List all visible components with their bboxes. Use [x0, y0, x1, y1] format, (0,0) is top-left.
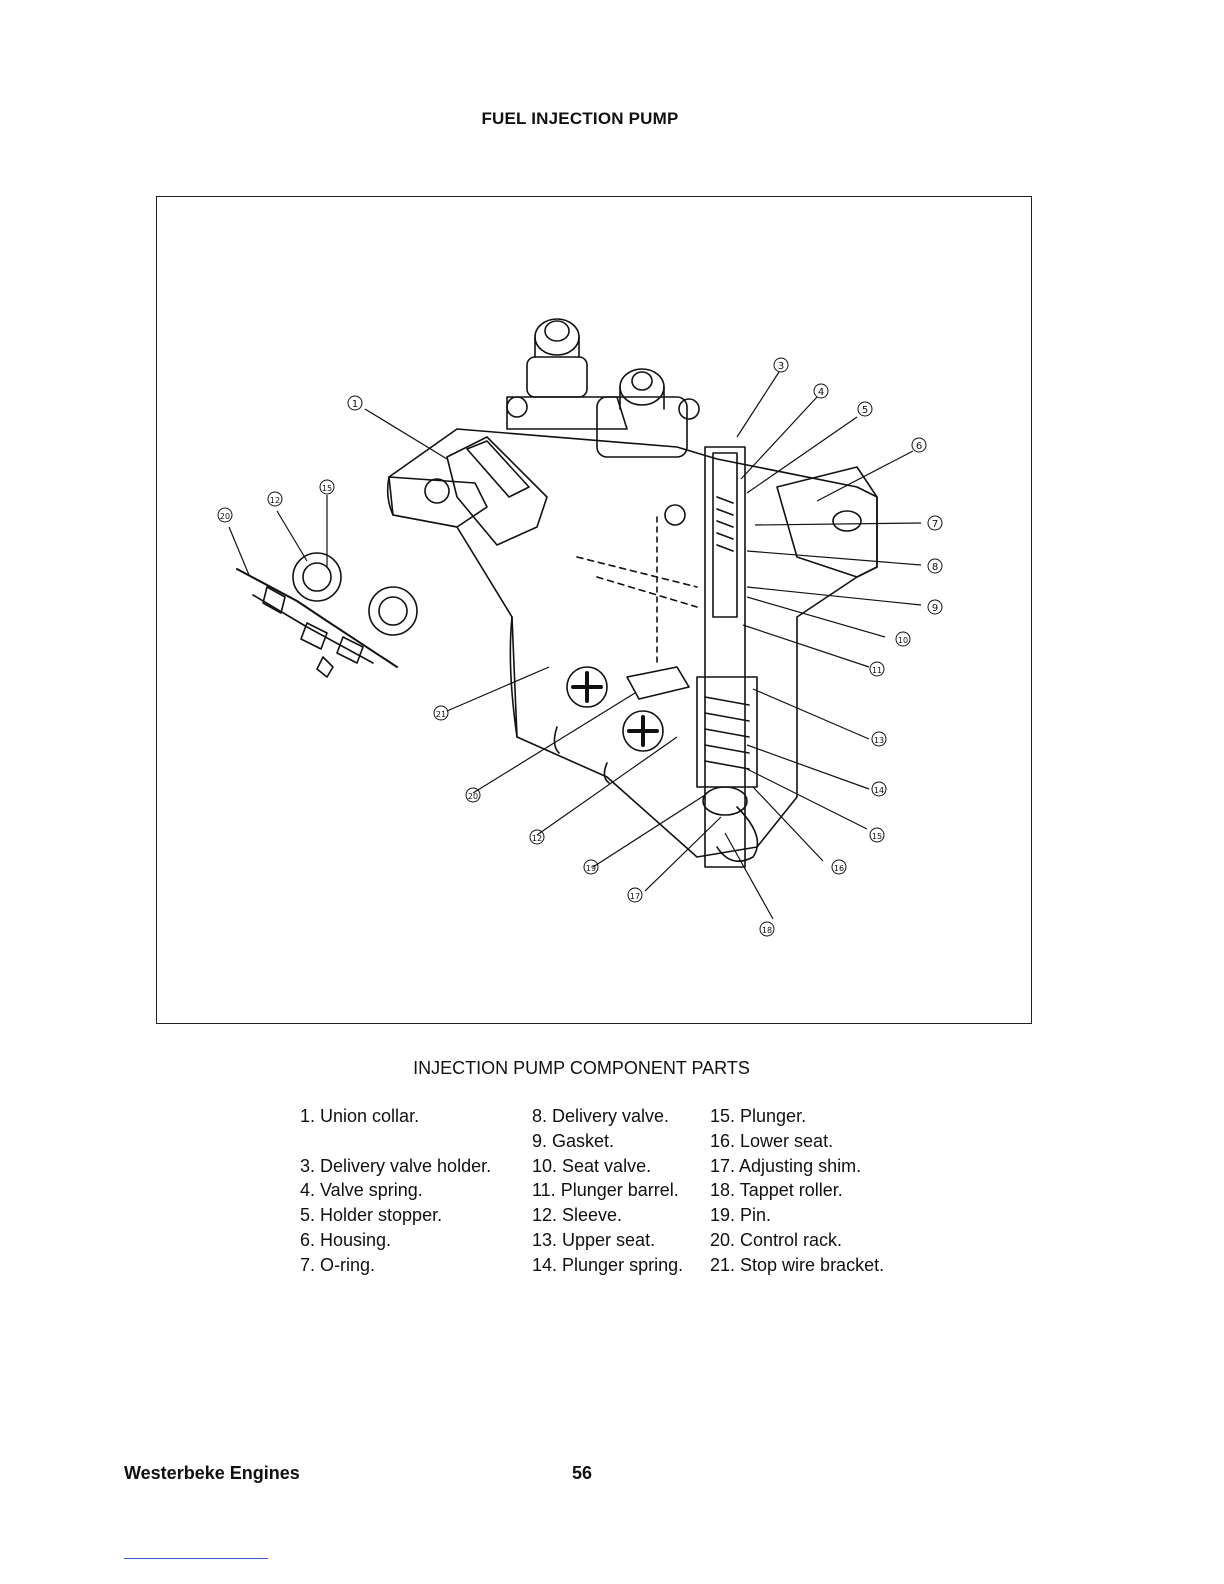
callout-numbers: 1 3 4 5 6 7 8 9 10 11 13 14 15 16 18 17 … [217, 357, 943, 937]
part-entry: 9. Gasket. [532, 1130, 615, 1151]
callout-15: 15 [869, 827, 885, 843]
callout-12-rack: 12 [267, 491, 283, 507]
svg-text:13: 13 [874, 736, 884, 745]
callout-19: 19 [583, 859, 599, 875]
svg-text:17: 17 [630, 892, 640, 901]
svg-text:8: 8 [932, 562, 938, 573]
part-entry: 1. Union collar. [300, 1106, 420, 1126]
callout-17: 17 [627, 887, 643, 903]
svg-text:19: 19 [586, 864, 596, 873]
callout-8: 8 [927, 558, 943, 574]
page-title: FUEL INJECTION PUMP [481, 109, 679, 128]
parts-row: 9. Gasket. 16. Lower seat. [300, 1131, 890, 1156]
bottom-rule [124, 1558, 268, 1559]
page-number: 56 [572, 1463, 593, 1483]
callout-layer [228, 371, 922, 920]
part-entry: 8. Delivery valve. [532, 1106, 670, 1126]
svg-text:20: 20 [220, 512, 230, 521]
callout-14: 14 [871, 781, 887, 797]
svg-text:9: 9 [932, 603, 938, 614]
part-entry: 3. Delivery valve holder. [300, 1155, 492, 1176]
svg-text:3: 3 [778, 361, 784, 372]
callout-4: 4 [813, 383, 829, 399]
callout-18: 18 [759, 921, 775, 937]
callout-6: 6 [911, 437, 927, 453]
svg-text:18: 18 [762, 926, 772, 935]
parts-row: 4. Valve spring. 11. Plunger barrel. 18.… [300, 1180, 890, 1205]
callout-21: 21 [433, 705, 449, 721]
part-entry: 10. Seat valve. [532, 1155, 652, 1176]
figure-caption: INJECTION PUMP COMPONENT PARTS [413, 1058, 750, 1078]
parts-row: 5. Holder stopper. 12. Sleeve. 19. Pin. [300, 1205, 890, 1230]
svg-text:20: 20 [468, 792, 478, 801]
callout-7: 7 [927, 515, 943, 531]
part-entry: 6. Housing. [300, 1229, 392, 1250]
parts-list: 1. Union collar. 8. Delivery valve. 15. … [300, 1106, 890, 1280]
svg-text:14: 14 [874, 786, 884, 795]
svg-text:11: 11 [872, 666, 882, 675]
callout-9: 9 [927, 599, 943, 615]
callout-10: 10 [895, 631, 911, 647]
callout-3: 3 [773, 357, 789, 373]
svg-text:15: 15 [322, 484, 332, 493]
parts-row: 7. O-ring. 14. Plunger spring. 21. Stop … [300, 1255, 890, 1280]
callout-12: 12 [529, 829, 545, 845]
svg-text:12: 12 [270, 496, 280, 505]
part-entry: 18. Tappet roller. [710, 1180, 843, 1201]
callout-20: 20 [465, 787, 481, 803]
footer-publisher: Westerbeke Engines [124, 1463, 300, 1483]
callout-13: 13 [871, 731, 887, 747]
callout-5: 5 [857, 401, 873, 417]
parts-row: 1. Union collar. 8. Delivery valve. 15. … [300, 1106, 890, 1131]
svg-text:7: 7 [932, 519, 938, 530]
svg-text:16: 16 [834, 864, 844, 873]
part-entry: 19. Pin. [710, 1205, 772, 1226]
callout-11: 11 [869, 661, 885, 677]
callout-16: 16 [831, 859, 847, 875]
svg-text:15: 15 [872, 832, 882, 841]
parts-row: 6. Housing. 13. Upper seat. 20. Control … [300, 1230, 890, 1255]
part-entry: 14. Plunger spring. [532, 1254, 684, 1275]
svg-text:21: 21 [436, 710, 446, 719]
part-entry: 7. O-ring. [300, 1254, 376, 1275]
svg-text:6: 6 [916, 441, 922, 452]
part-entry: 5. Holder stopper. [300, 1205, 443, 1226]
callout-1: 1 [347, 395, 363, 411]
pump-diagram-figure: 1 3 4 5 6 7 8 9 10 11 13 14 15 16 18 17 … [156, 196, 1032, 1024]
callout-15-rack: 15 [319, 479, 335, 495]
pump-illustration [236, 318, 878, 868]
part-entry: 4. Valve spring. [300, 1180, 423, 1201]
part-entry: 13. Upper seat. [532, 1229, 656, 1250]
svg-text:10: 10 [898, 636, 908, 645]
parts-row: 3. Delivery valve holder. 10. Seat valve… [300, 1156, 890, 1181]
part-entry: 15. Plunger. [710, 1106, 807, 1126]
svg-text:5: 5 [862, 405, 868, 416]
part-entry: 11. Plunger barrel. [532, 1180, 679, 1201]
part-entry [300, 1131, 524, 1156]
svg-text:12: 12 [532, 834, 542, 843]
part-entry: 20. Control rack. [710, 1229, 843, 1250]
svg-text:1: 1 [352, 399, 358, 410]
part-entry: 12. Sleeve. [532, 1205, 623, 1226]
part-entry: 21. Stop wire bracket. [710, 1254, 885, 1275]
callout-20-rack: 20 [217, 507, 233, 523]
part-entry: 16. Lower seat. [710, 1130, 834, 1151]
svg-text:4: 4 [818, 387, 824, 398]
part-entry: 17. Adjusting shim. [710, 1155, 862, 1176]
